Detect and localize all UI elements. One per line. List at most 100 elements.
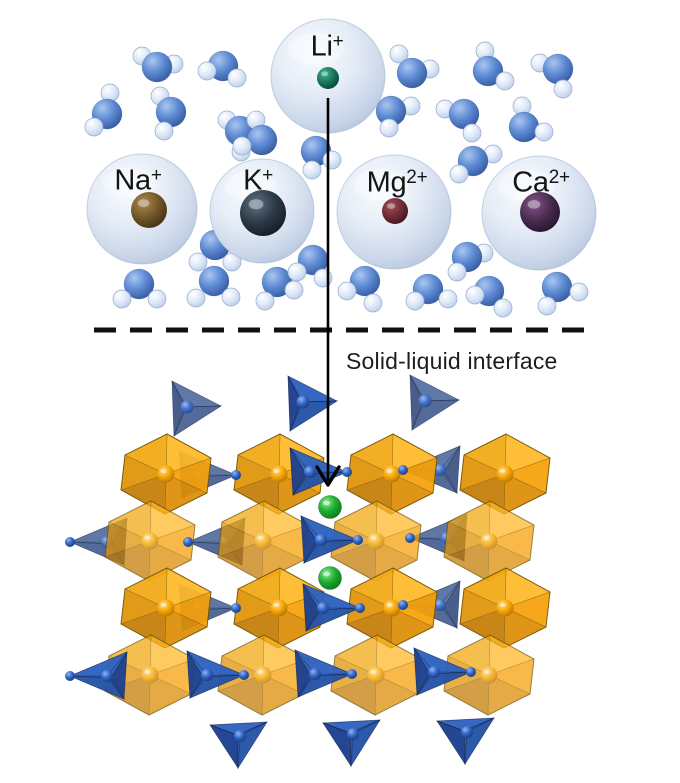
hydrogen-atom <box>389 44 409 64</box>
hydrogen-atom <box>255 291 275 311</box>
tetrahedron <box>413 647 472 697</box>
tetrahedron <box>409 374 461 431</box>
water-molecule <box>300 135 342 180</box>
ion-charge: + <box>150 165 162 187</box>
tetrahedron-cation-sphere <box>461 726 473 738</box>
water-molecule <box>112 268 167 309</box>
oxygen-atom <box>246 124 278 156</box>
octahedron-cation-sphere <box>367 532 385 550</box>
ion-core-sphere <box>131 192 167 228</box>
oxygen-atom <box>198 265 230 297</box>
octahedron <box>120 433 212 515</box>
hydrated-ions-layer <box>86 18 597 271</box>
bridging-cation-sphere <box>231 470 241 480</box>
ion-symbol: Li <box>310 30 333 63</box>
bridging-cation-sphere <box>466 667 476 677</box>
hydrated-ion-na <box>86 153 198 265</box>
water-molecule <box>186 265 241 308</box>
ion-label-ca: Ca2+ <box>512 166 570 198</box>
hydrogen-atom <box>553 79 573 99</box>
octahedron-cation-sphere <box>480 532 498 550</box>
tetrahedron <box>289 447 348 497</box>
ion-core-sphere <box>520 192 560 232</box>
hydrogen-atom <box>569 282 589 302</box>
tetrahedron <box>69 651 128 701</box>
bridging-cation-sphere <box>342 467 352 477</box>
ion-symbol: Mg <box>366 166 407 199</box>
hydrogen-atom <box>465 285 485 305</box>
water-molecule <box>337 265 383 313</box>
core-highlight <box>248 199 264 210</box>
octahedron-cation-sphere <box>157 465 175 483</box>
hydrogen-atom <box>232 136 252 156</box>
sphere-highlight <box>352 168 410 201</box>
core-highlight <box>321 71 329 77</box>
octahedron-cation-sphere <box>270 465 288 483</box>
interface-label: Solid-liquid interface <box>346 348 558 374</box>
octahedron-cation-sphere <box>270 599 288 617</box>
hydrogen-atom <box>284 280 304 300</box>
octahedron-cation-sphere <box>480 666 498 684</box>
water-molecule <box>150 86 187 141</box>
octahedron-cation-sphere <box>496 465 514 483</box>
ion-symbol: K <box>243 164 263 197</box>
ion-charge: 2+ <box>548 167 570 189</box>
water-molecule <box>255 266 304 311</box>
hydrated-ion-k <box>209 158 315 264</box>
water-molecule <box>375 95 421 138</box>
tetrahedron <box>209 721 268 770</box>
bridging-cation-sphere <box>398 600 408 610</box>
octahedron-cation-sphere <box>383 599 401 617</box>
water-molecule <box>472 41 515 91</box>
tetrahedron-cation-sphere <box>418 394 432 408</box>
octahedron-cation-sphere <box>254 532 272 550</box>
ion-label-na: Na+ <box>114 164 162 196</box>
bridging-cation-sphere <box>183 537 193 547</box>
tetrahedron <box>171 380 223 437</box>
octahedron <box>459 433 551 515</box>
sphere-highlight <box>286 32 344 65</box>
hydrogen-atom <box>84 117 104 137</box>
intercalated-li-ion <box>318 495 342 519</box>
hydrogen-atom <box>322 150 342 170</box>
oxygen-atom <box>542 53 574 85</box>
tetrahedron <box>186 650 245 700</box>
hydrogen-atom <box>227 68 247 88</box>
water-molecule <box>389 44 440 89</box>
ion-core-sphere <box>382 198 408 224</box>
water-layer <box>84 41 589 318</box>
sphere-highlight <box>102 167 158 199</box>
tetrahedron-cation-sphere <box>234 730 246 742</box>
hydrogen-atom <box>197 61 217 81</box>
tetrahedron-cation-sphere <box>434 599 446 611</box>
water-molecule <box>447 241 494 282</box>
hydrated-ion-ca <box>481 155 597 271</box>
li-insertion-arrow <box>315 98 341 487</box>
tetrahedron <box>300 515 359 565</box>
oxygen-atom <box>396 57 428 89</box>
octahedron-cation-sphere <box>141 666 159 684</box>
water-molecule <box>132 46 184 83</box>
hydrated-ion-li <box>270 18 386 134</box>
octahedron <box>120 567 212 649</box>
hydrogen-atom <box>188 252 208 272</box>
tetrahedron-cation-sphere <box>434 464 446 476</box>
ion-charge: 2+ <box>406 167 428 189</box>
hydrogen-atom <box>449 164 469 184</box>
bridging-cation-sphere <box>347 669 357 679</box>
water-molecule <box>508 96 554 143</box>
ion-label-mg: Mg2+ <box>367 166 428 198</box>
oxygen-atom <box>141 51 173 83</box>
hydrogen-atom <box>186 288 206 308</box>
water-molecule <box>465 275 513 318</box>
octahedron <box>330 500 422 582</box>
hydrated-ion-mg <box>336 154 452 270</box>
tetrahedron-cation-sphere <box>315 534 327 546</box>
octahedron-cation-sphere <box>254 666 272 684</box>
hydrogen-atom <box>447 262 467 282</box>
ion-core-sphere <box>240 190 286 236</box>
octahedron <box>104 634 196 716</box>
tetrahedron-cation-sphere <box>296 395 310 409</box>
